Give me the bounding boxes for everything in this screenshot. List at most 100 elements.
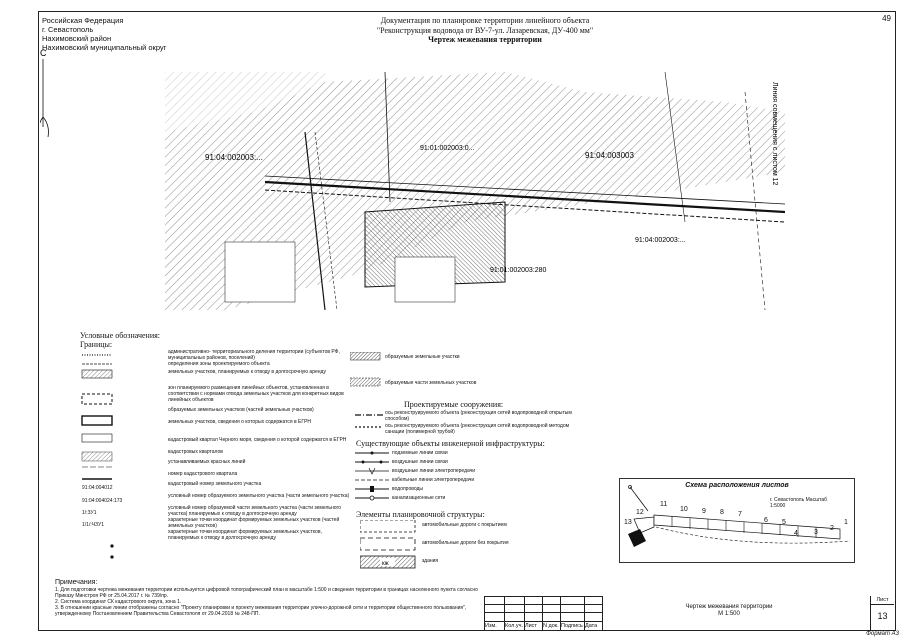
legend-item: определения зоны проектируемого объекта — [168, 361, 270, 367]
structure-title: Элементы планировочной структуры: — [356, 510, 485, 519]
legend-item: образуемые части земельных участков — [385, 380, 477, 386]
admin-line: Нахимовский муниципальный округ — [42, 43, 167, 52]
title-block: Изм. Кол.уч. Лист N док. Подпись Дата Че… — [484, 596, 894, 631]
stamp-title-block: Чертеж межевания территории М 1:500 — [619, 604, 839, 618]
scheme-sheet-number: 10 — [680, 506, 688, 513]
cadastral-number-label: 91:04:002003:... — [205, 153, 263, 162]
legend-item: земельных участков, планируемых к отводу… — [168, 369, 326, 375]
drawing-frame: 49 — [38, 11, 896, 631]
notes-title: Примечания: — [55, 579, 98, 586]
sheet-layout-scheme: Схема расположения листов 13 12 11 10 9 … — [619, 478, 855, 563]
stamp-scale: М 1:500 — [718, 611, 740, 617]
projected-item: ось реконструируемого объекта (реконстру… — [385, 410, 572, 422]
scheme-sheet-number: 11 — [660, 501, 668, 508]
legend-sample-chzu: 1/1/:ЧЗУ1 — [82, 522, 104, 528]
document-header: Документация по планировке территории ли… — [300, 16, 670, 45]
sheet-number: 49 — [882, 14, 891, 23]
stamp-col-label: Кол.уч. — [504, 621, 525, 631]
scheme-sheet-number: 2 — [830, 525, 834, 532]
legend-item: кадастровых кварталов — [168, 449, 223, 455]
structure-item: здания — [422, 558, 439, 564]
format-label: Формат А3 — [866, 631, 899, 637]
legend-item: характерные точки координат формируемых … — [168, 517, 340, 529]
scheme-sheet-number: 7 — [738, 511, 742, 518]
sheet-box-label: Лист — [871, 596, 894, 605]
legend-item: кадастровый номер земельного участка — [168, 481, 262, 487]
admin-line: г. Севастополь — [42, 25, 94, 34]
cadastral-number-label: 91:01:002003:0... — [420, 145, 475, 152]
stamp-col-label: Подпись — [560, 621, 585, 631]
legend-item: земельных участков, сведения о которых с… — [168, 419, 312, 425]
scheme-sheet-number: 5 — [782, 519, 786, 526]
legend-item: кадастровый квартал Черного моря, сведен… — [168, 437, 347, 443]
legend-sample-parcel: 91:04:004024:173 — [82, 498, 123, 504]
stamp-title: Чертеж межевания территории — [685, 604, 773, 610]
stamp-col-label: N док. — [542, 621, 561, 631]
stamp-col-label: Изм. — [484, 621, 505, 631]
scheme-sheet-number: 13 — [624, 519, 632, 526]
structure-item: автомобильные дороги с покрытием — [422, 522, 507, 528]
scheme-note: г. Севастополь Масштаб 1:5000 — [770, 497, 827, 509]
existing-item: воздушные линии электропередачи — [392, 468, 476, 474]
stamp-col-label: Дата — [584, 621, 603, 631]
scheme-sheet-number: 12 — [636, 509, 644, 516]
revision-grid: Изм. Кол.уч. Лист N док. Подпись Дата — [484, 596, 603, 631]
structure-symbols: кж — [360, 520, 416, 569]
match-line-label: Линия совмещения с листом 12 — [771, 82, 778, 186]
drawing-title: Чертеж межевания территории — [428, 35, 542, 44]
note-item: 2. Система координат СК кадастрового окр… — [55, 599, 182, 605]
existing-item: водопроводы — [392, 486, 424, 492]
notes-block: Примечания: 1. Для подготовки чертежа ме… — [55, 579, 485, 617]
existing-list: подземные линии связи воздушные линии св… — [392, 450, 572, 501]
sheet-box: Лист 13 — [870, 596, 894, 630]
scheme-sheet-number: 8 — [720, 509, 724, 516]
legend-item: характерные точки координат формируемых … — [168, 529, 322, 541]
legend-item: условный номер образуемого земельного уч… — [168, 493, 350, 499]
scheme-sheet-number: 1 — [844, 519, 848, 526]
scheme-title: Схема расположения листов — [685, 482, 789, 489]
existing-item: кабельные линии электропередачи — [392, 477, 475, 483]
existing-item: подземные линии связи — [392, 450, 448, 456]
scheme-sheet-number: 6 — [764, 517, 768, 524]
header-line-1: Документация по планировке территории ли… — [380, 16, 590, 25]
existing-title: Существующие объекты инженерной инфрастр… — [356, 439, 545, 448]
structure-item: автомобильные дороги без покрытия — [422, 540, 509, 546]
projected-item: ось реконструируемого объекта (реконстру… — [385, 423, 570, 435]
projected-symbols — [355, 414, 383, 428]
cadastral-number-label: 91:01:002003:280 — [490, 267, 547, 274]
scheme-diagram — [628, 485, 851, 547]
legend-borders-label: Границы: — [80, 340, 113, 349]
legend-right-symbols — [350, 352, 381, 387]
projected-title: Проектируемые сооружения: — [404, 400, 504, 409]
admin-line: Нахимовский район — [42, 34, 112, 43]
admin-division-block: Российская Федерация г. Севастополь Нахи… — [42, 16, 166, 52]
cadastral-number-label: 91:04:002003:... — [635, 237, 686, 244]
scheme-sheet-number: 3 — [814, 529, 818, 536]
cadastral-number-label: 91:04:003003 — [585, 151, 634, 160]
legend-sample-kvartal: 91:04:004012 — [82, 485, 113, 491]
legend-item: условный номер образуемой части земельно… — [168, 505, 342, 517]
existing-item: воздушные линии связи — [392, 459, 448, 465]
legend-item: устанавливаемых красных линий — [168, 459, 246, 465]
north-letter: С — [40, 48, 47, 58]
building-tag: кж — [382, 561, 389, 567]
scheme-sheet-number: 9 — [702, 508, 706, 515]
legend-item: зон планируемого размещения линейных объ… — [168, 385, 344, 403]
cadastral-map: 91:04:002003:... 91:04:003003 91:01:0020… — [165, 72, 785, 310]
legend-item: номер кадастрового квартала — [168, 471, 238, 477]
north-arrow-icon: С — [40, 48, 49, 138]
existing-item: канализационные сети — [392, 495, 446, 501]
sheet-box-value: 13 — [877, 611, 888, 621]
legend-item: административно- территориального делени… — [168, 349, 340, 361]
stamp-col-label: Лист — [524, 621, 543, 631]
legend-left-list: административно- территориального делени… — [168, 349, 353, 541]
legend-title: Условные обозначения: — [80, 331, 161, 340]
admin-line: Российская Федерация — [42, 16, 124, 25]
legend-sample-zu: 1/:ЗУ1 — [82, 510, 97, 516]
note-item: 3. В отношении красные линии отображены … — [55, 605, 467, 617]
legend-symbols — [81, 354, 114, 559]
existing-symbols — [355, 451, 389, 501]
legend-item: образуемые земельные участки — [385, 354, 460, 360]
note-item: 1. Для подготовки чертежа межевания терр… — [55, 587, 478, 599]
scheme-sheet-number: 4 — [794, 530, 798, 537]
